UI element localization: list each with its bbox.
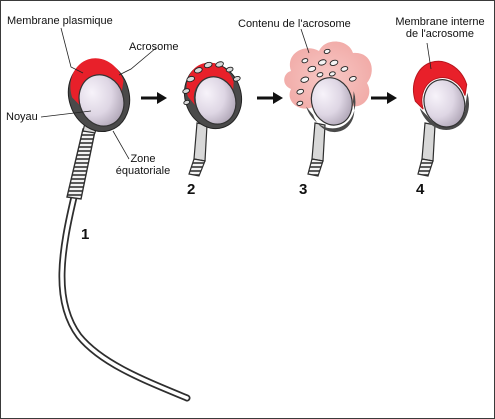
vesicles-2 xyxy=(182,61,241,106)
label-contenu-acrosome: Contenu de l'acrosome xyxy=(238,18,351,30)
vesicles-3 xyxy=(296,48,357,106)
nucleus-1 xyxy=(78,74,125,127)
inner-acrosomal-membrane xyxy=(413,60,468,110)
label-zone-equatoriale: Zone équatoriale xyxy=(115,153,171,177)
leader-contenu xyxy=(300,28,310,54)
stage-number-3: 3 xyxy=(299,181,308,198)
label-membrane-interne: Membrane interne de l'acrosome xyxy=(387,16,493,40)
head-stage-3 xyxy=(284,41,372,177)
flagellum xyxy=(58,189,191,402)
leader-membrane-plasmique xyxy=(60,27,84,74)
midpiece xyxy=(66,128,96,200)
label-zone-line-2: équatoriale xyxy=(115,165,171,177)
head-stage-4 xyxy=(413,60,469,177)
leader-membrane-interne xyxy=(426,42,432,70)
head-stage-2 xyxy=(182,61,243,177)
label-membrane-interne-line-1: Membrane interne xyxy=(395,16,485,28)
arrow-2-to-3 xyxy=(257,92,283,104)
label-zone-line-1: Zone xyxy=(130,153,156,165)
acrosome-cap-1 xyxy=(70,58,124,106)
arrow-1-to-2 xyxy=(141,92,167,104)
stage-number-2: 2 xyxy=(187,181,196,198)
leader-noyau xyxy=(40,110,92,118)
arrow-3-to-4 xyxy=(371,92,397,104)
leader-lines xyxy=(40,27,432,160)
label-acrosome: Acrosome xyxy=(129,41,179,53)
leader-zone-equatoriale xyxy=(112,130,130,160)
stage-number-4: 4 xyxy=(416,181,425,198)
label-membrane-interne-line-2: de l'acrosome xyxy=(405,28,475,40)
label-noyau: Noyau xyxy=(6,111,38,123)
label-membrane-plasmique: Membrane plasmique xyxy=(7,15,113,27)
stage-number-1: 1 xyxy=(81,226,90,243)
spermatozoon-stage-1 xyxy=(58,58,191,402)
leader-acrosome xyxy=(118,47,157,76)
